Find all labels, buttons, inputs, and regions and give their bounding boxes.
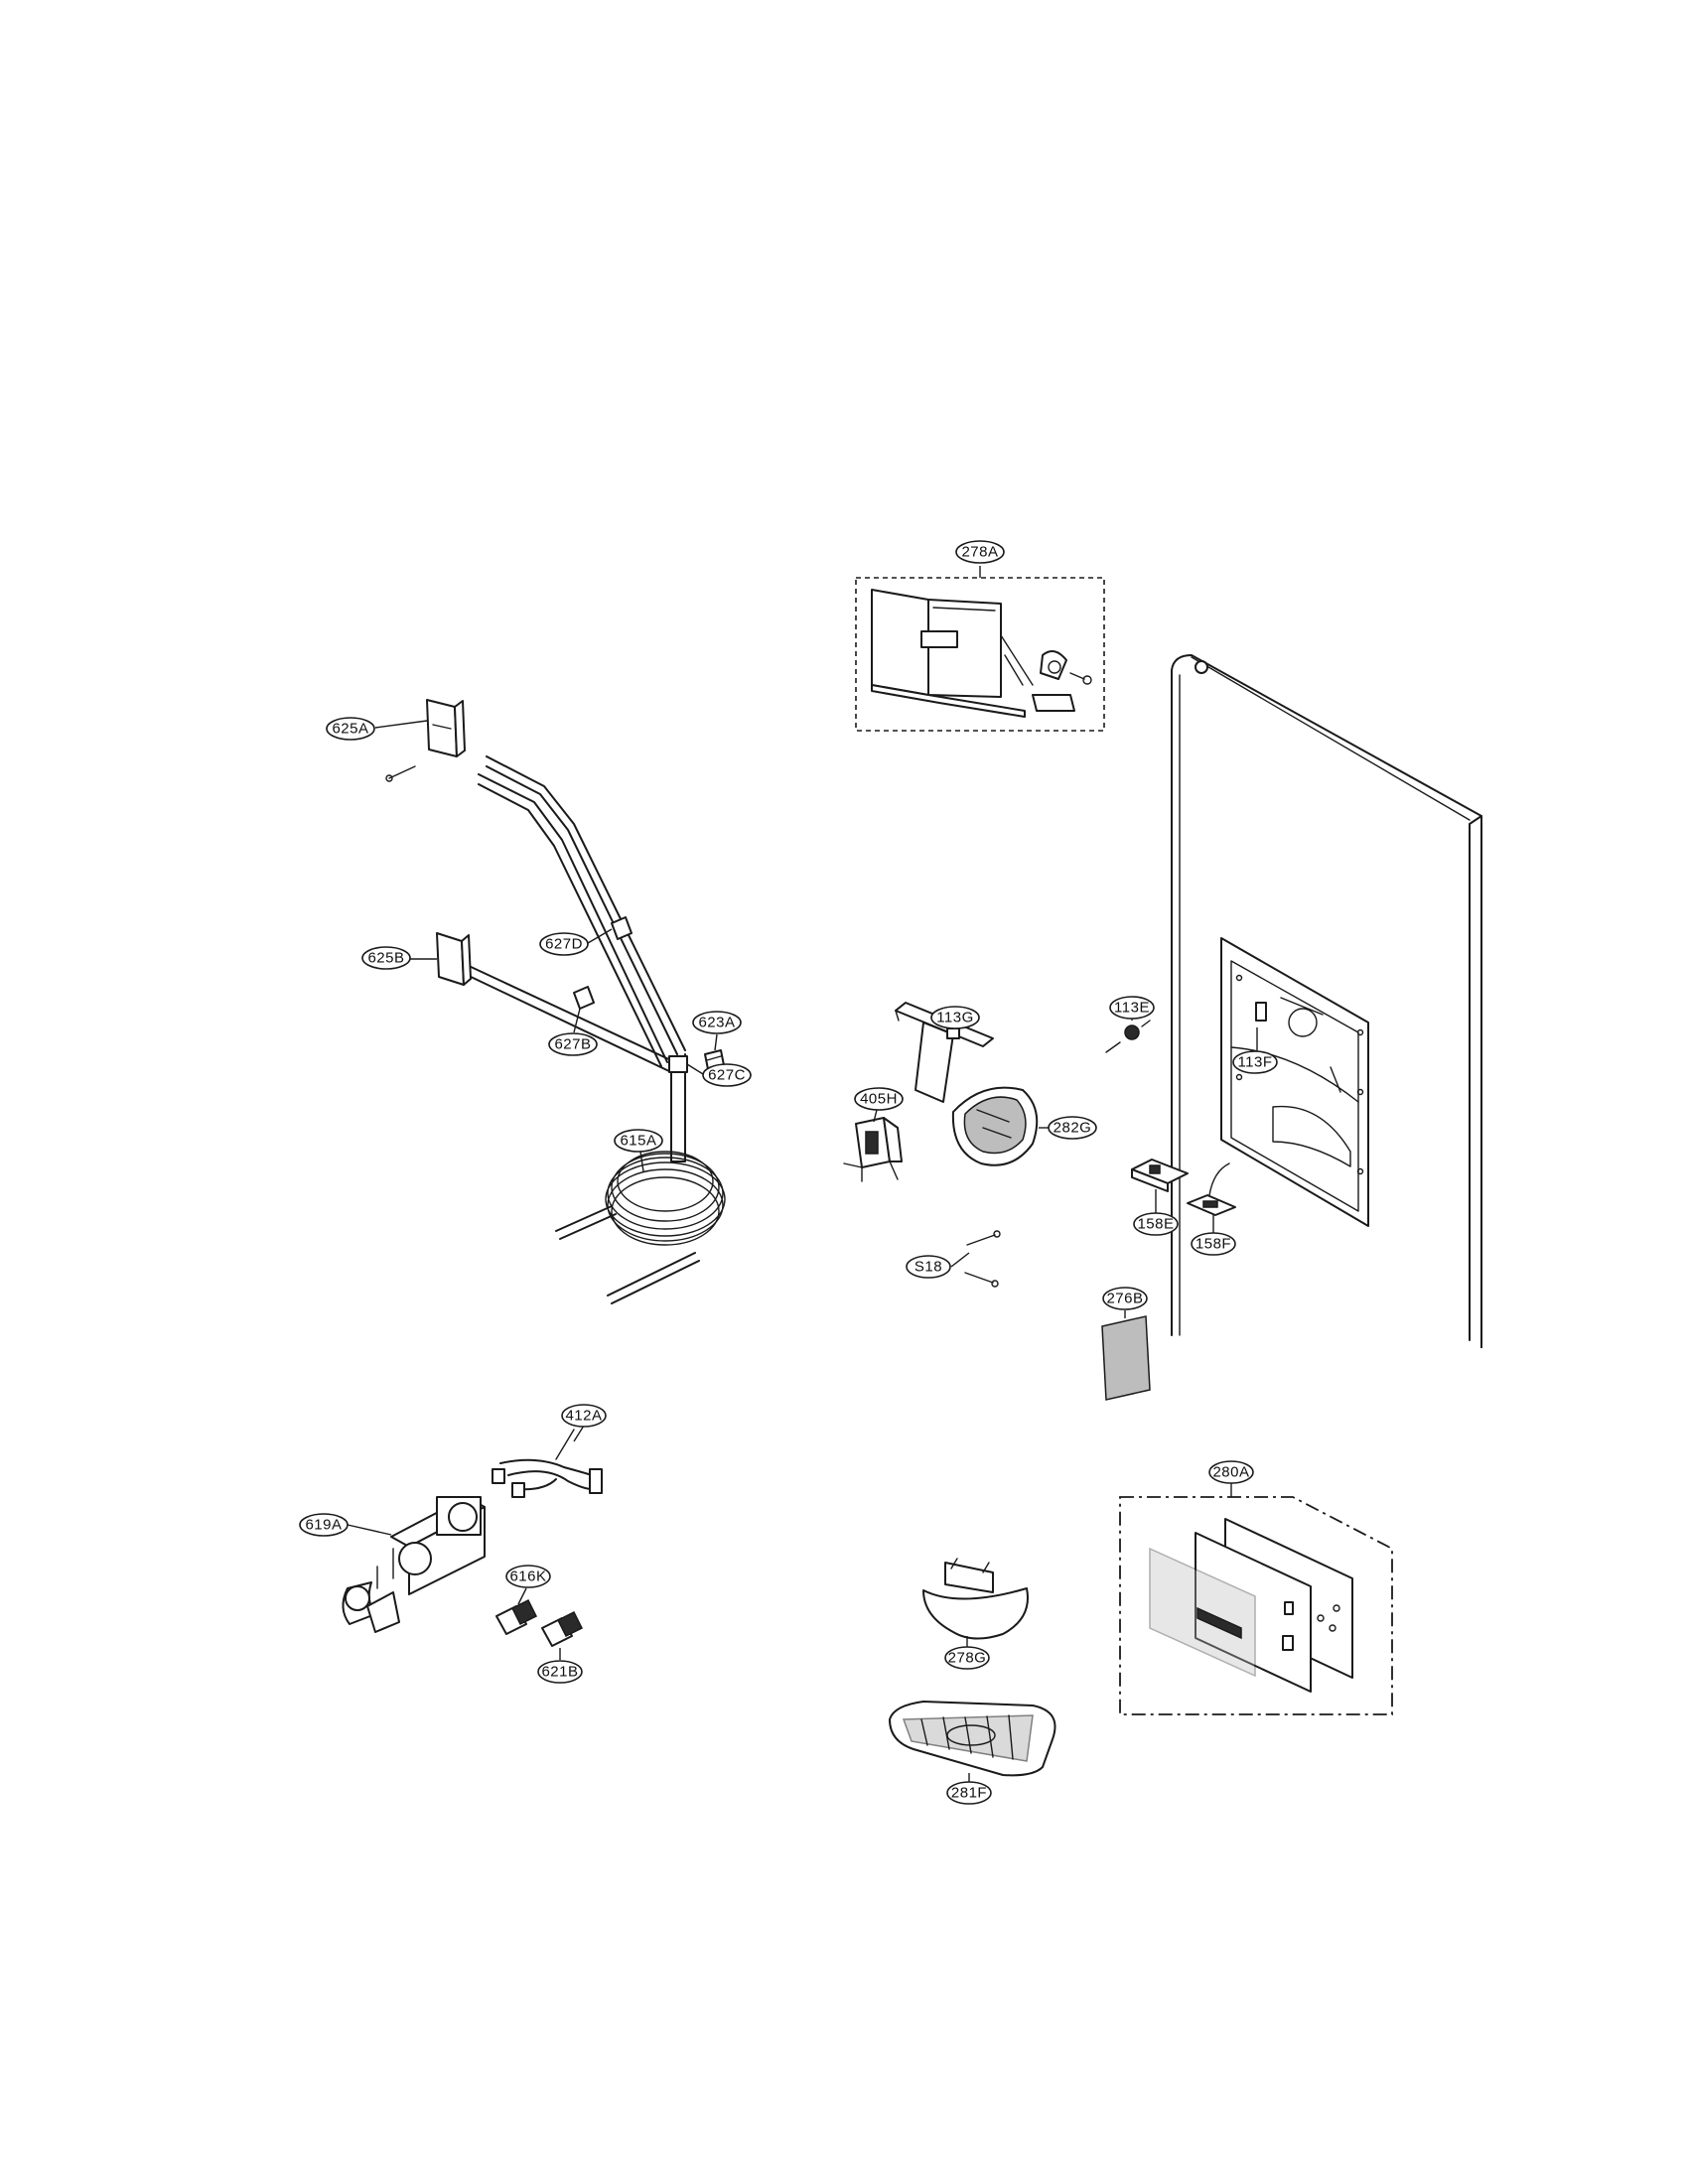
callout-282G: 282G	[1048, 1116, 1097, 1140]
part-625A-clip	[385, 699, 466, 782]
svg-text:280A: 280A	[1212, 1464, 1249, 1481]
svg-text:282G: 282G	[1054, 1120, 1092, 1137]
part-281F-drip-tray	[889, 1701, 1056, 1777]
callout-158F: 158F	[1191, 1232, 1236, 1256]
svg-text:625A: 625A	[332, 721, 368, 738]
callout-621B: 621B	[537, 1660, 583, 1684]
part-405H-solenoid	[843, 1117, 903, 1182]
svg-text:281F: 281F	[951, 1785, 987, 1802]
svg-text:625B: 625B	[367, 950, 404, 967]
svg-text:621B: 621B	[541, 1664, 578, 1681]
part-280A-control-panel	[1119, 1496, 1393, 1715]
svg-text:158F: 158F	[1196, 1236, 1231, 1253]
callout-281F: 281F	[946, 1781, 992, 1805]
part-158F-switch	[1187, 1162, 1236, 1216]
svg-text:623A: 623A	[698, 1015, 735, 1031]
callout-S18: S18	[906, 1255, 951, 1279]
svg-text:627D: 627D	[545, 936, 583, 953]
callout-627B: 627B	[548, 1032, 598, 1056]
part-619A-water-valve	[342, 1496, 486, 1633]
svg-text:113F: 113F	[1237, 1054, 1272, 1071]
callout-627C: 627C	[702, 1063, 752, 1087]
part-621B-fitting	[541, 1610, 584, 1647]
svg-text:S18: S18	[914, 1259, 942, 1276]
part-278G-funnel	[922, 1558, 1029, 1640]
callout-280A: 280A	[1208, 1460, 1254, 1484]
svg-text:278G: 278G	[948, 1650, 987, 1667]
svg-text:615A: 615A	[620, 1133, 656, 1150]
part-282G-cap	[951, 1086, 1039, 1166]
part-S18-screws	[964, 1230, 1001, 1288]
svg-text:405H: 405H	[860, 1091, 898, 1108]
svg-text:113G: 113G	[936, 1010, 974, 1026]
svg-text:158E: 158E	[1137, 1216, 1174, 1233]
part-158E-switch	[1131, 1159, 1189, 1192]
callout-158E: 158E	[1133, 1212, 1179, 1236]
svg-text:113E: 113E	[1114, 1000, 1150, 1017]
callout-278G: 278G	[944, 1646, 990, 1670]
callout-276B: 276B	[1102, 1287, 1148, 1310]
part-625B-clip	[436, 932, 472, 986]
svg-text:627C: 627C	[708, 1067, 746, 1084]
callout-615A: 615A	[614, 1129, 663, 1153]
callout-625A: 625A	[326, 717, 375, 741]
part-615A-tube-coil	[555, 1151, 726, 1304]
callout-627D: 627D	[539, 932, 589, 956]
callout-619A: 619A	[299, 1513, 349, 1537]
part-113E-spring	[1105, 1020, 1151, 1053]
svg-text:619A: 619A	[305, 1517, 342, 1534]
callout-412A: 412A	[561, 1404, 607, 1428]
part-412A-wire-harness	[492, 1429, 603, 1498]
callout-113G: 113G	[930, 1006, 980, 1029]
callout-616K: 616K	[505, 1565, 551, 1588]
svg-text:627B: 627B	[554, 1036, 591, 1053]
callout-405H: 405H	[854, 1087, 904, 1111]
svg-text:276B: 276B	[1106, 1291, 1143, 1307]
part-627-water-tubes	[466, 755, 688, 1162]
svg-text:412A: 412A	[565, 1408, 602, 1425]
callout-278A: 278A	[955, 540, 1005, 564]
callout-113F: 113F	[1232, 1050, 1278, 1074]
svg-text:616K: 616K	[509, 1569, 546, 1585]
svg-text:278A: 278A	[961, 544, 998, 561]
callout-623A: 623A	[692, 1011, 742, 1034]
part-276B-pad	[1101, 1315, 1151, 1401]
part-278A-dispenser-housing	[855, 577, 1105, 732]
part-616K-fitting	[495, 1598, 538, 1635]
callout-113E: 113E	[1109, 996, 1155, 1020]
refrigerator-door	[1171, 654, 1482, 1348]
callout-625B: 625B	[361, 946, 411, 970]
